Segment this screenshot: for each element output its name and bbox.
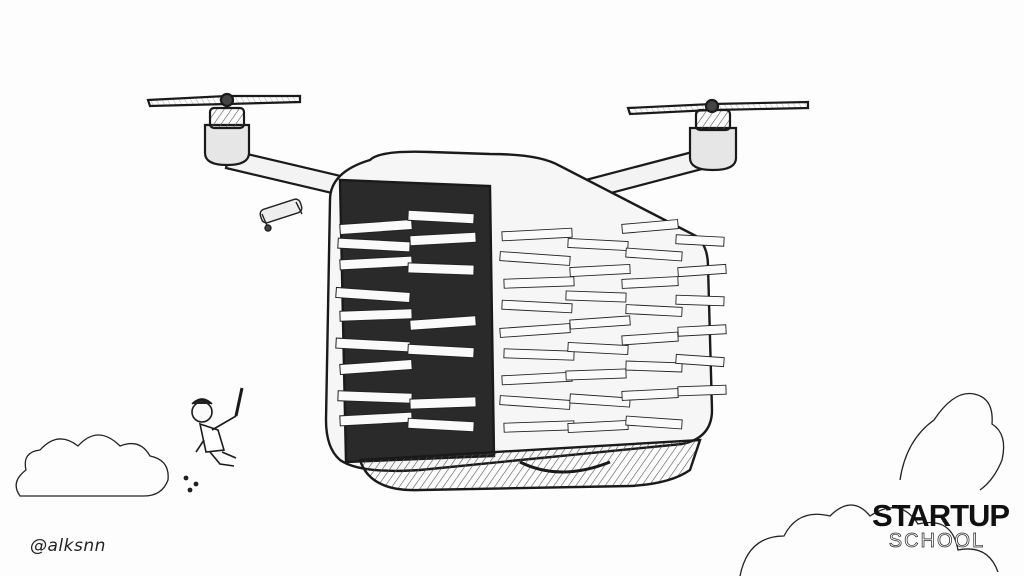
drone-arm-left	[146, 92, 402, 210]
cloud-left	[15, 434, 169, 497]
small-gadget	[259, 198, 303, 232]
startup-school-logo: STARTUP SCHOOL	[872, 498, 1010, 552]
stack-outside	[499, 219, 727, 434]
brand-line-2: SCHOOL	[888, 530, 986, 552]
stack-inside-2	[407, 209, 477, 433]
artist-signature: @alksnn	[30, 536, 106, 556]
cloud-right	[739, 392, 1005, 576]
stack-inside-1	[335, 218, 413, 427]
paper-stacks	[335, 209, 727, 434]
falling-man	[183, 387, 244, 493]
drone-body	[324, 150, 714, 492]
brand-line-1: STARTUP	[872, 498, 1010, 533]
